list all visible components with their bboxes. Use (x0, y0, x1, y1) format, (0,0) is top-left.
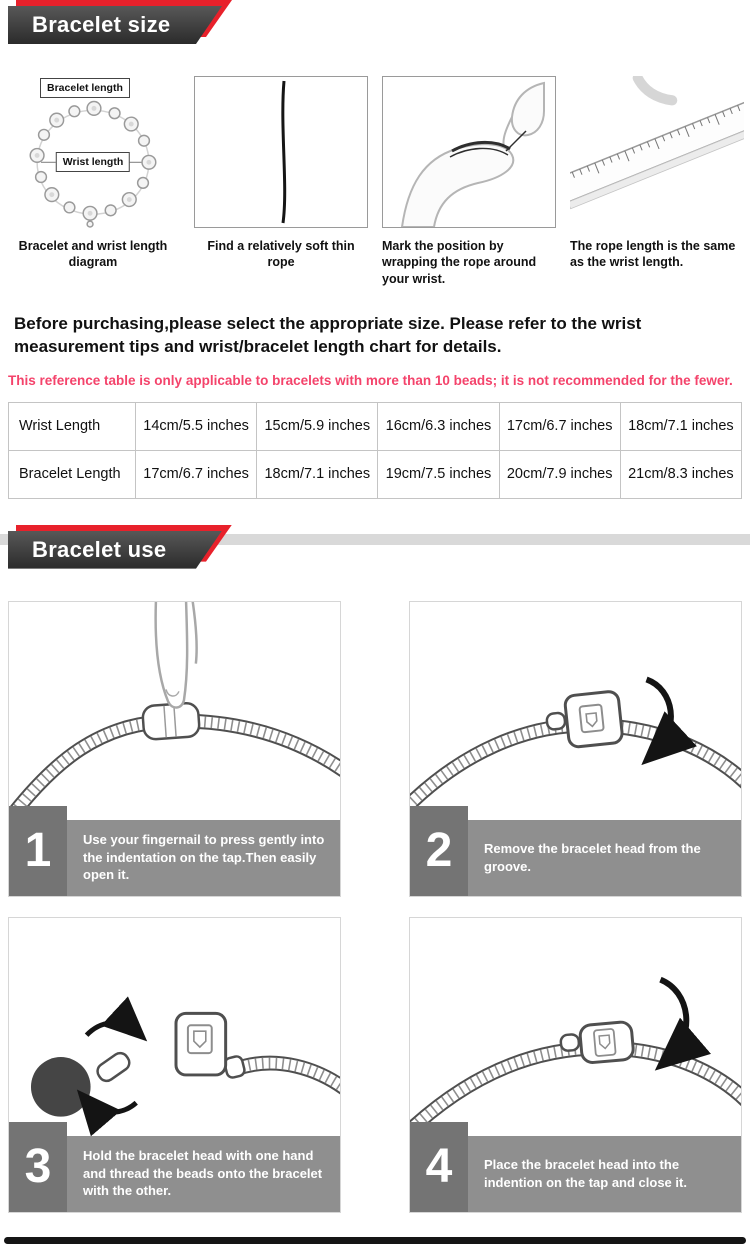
rotate-arrow-icon (654, 976, 712, 1071)
table-cell: 20cm/7.9 inches (498, 449, 621, 499)
step-number: 3 (9, 1121, 67, 1212)
ruler-illustration (570, 76, 744, 210)
wrist-length-label: Wrist length (55, 152, 131, 172)
banner-gray-strip (0, 533, 750, 545)
rope-illustration (281, 80, 287, 224)
use-step-panel-2: 2 Remove the bracelet head from the groo… (409, 600, 742, 897)
bead-icon (30, 1056, 91, 1117)
table-cell: 18cm/7.1 inches (256, 449, 379, 499)
table-cell: 17cm/6.7 inches (498, 401, 621, 451)
measure-step-rope: Find a relatively soft thin rope (194, 76, 368, 271)
measure-step-ruler: The rope length is the same as the wrist… (570, 76, 744, 271)
rope-image (194, 76, 368, 228)
bracelet-diagram-image: Bracelet length Wrist length (6, 76, 180, 228)
use-step-panel-1: 1 Use your fingernail to press gently in… (8, 600, 341, 897)
size-table: Wrist Length 14cm/5.5 inches 15cm/5.9 in… (8, 401, 743, 499)
step-text: Remove the bracelet head from the groove… (484, 841, 701, 874)
table-cell: 18cm/7.1 inches (619, 401, 743, 451)
table-cell: 19cm/7.5 inches (377, 449, 500, 499)
section-title-size: Bracelet size (32, 12, 171, 37)
table-cell: 16cm/6.3 inches (377, 401, 500, 451)
row-header: Wrist Length (8, 401, 136, 451)
use-steps-grid: 1 Use your fingernail to press gently in… (0, 600, 750, 1213)
measure-caption-2: Find a relatively soft thin rope (207, 239, 355, 270)
step4-illustration (410, 976, 741, 1212)
page-bottom-divider (4, 1236, 746, 1244)
wrist-wrap-image (382, 76, 556, 228)
section-title-use: Bracelet use (32, 536, 167, 562)
rotate-arrow-icon (84, 996, 148, 1041)
reference-table-notice: This reference table is only applicable … (8, 372, 733, 388)
section-banner-size: Bracelet size (0, 0, 750, 48)
measure-steps-row: Bracelet length Wrist length Bracelet an… (0, 76, 750, 287)
table-cell: 14cm/5.5 inches (134, 401, 258, 451)
use-step-panel-4: 4 Place the bracelet head into the inden… (409, 916, 742, 1213)
step-text: Use your fingernail to press gently into… (83, 832, 325, 883)
measure-step-wrap: Mark the position by wrapping the rope a… (382, 76, 556, 287)
step3-illustration (30, 996, 340, 1136)
step-caption-bar: 4 Place the bracelet head into the inden… (410, 1121, 741, 1212)
ruler-image (570, 76, 744, 228)
step-caption-bar: 1 Use your fingernail to press gently in… (9, 805, 340, 896)
table-row-wrist: Wrist Length 14cm/5.5 inches 15cm/5.9 in… (8, 401, 743, 451)
step-number: 2 (410, 805, 468, 896)
banner-title-plate: Bracelet size (8, 6, 222, 44)
rotate-arrow-icon (76, 1089, 138, 1136)
step-text: Place the bracelet head into the indenti… (484, 1157, 687, 1190)
table-row-bracelet: Bracelet Length 17cm/6.7 inches 18cm/7.1… (8, 449, 743, 499)
step-number: 4 (410, 1121, 468, 1212)
step-caption-bar: 3 Hold the bracelet head with one hand a… (9, 1121, 340, 1212)
table-cell: 17cm/6.7 inches (134, 449, 258, 499)
size-selection-intro: Before purchasing,please select the appr… (14, 313, 642, 356)
wrist-wrap-illustration (400, 81, 545, 227)
step1-illustration (9, 601, 340, 896)
step2-illustration (410, 676, 741, 896)
row-header: Bracelet Length (8, 449, 136, 499)
measure-caption-1: Bracelet and wrist length diagram (18, 239, 168, 270)
banner-title-plate: Bracelet use (8, 531, 222, 569)
table-cell: 21cm/8.3 inches (619, 449, 743, 499)
finger-press-icon (154, 601, 189, 709)
measure-caption-4: The rope length is the same as the wrist… (570, 239, 736, 270)
use-step-panel-3: 3 Hold the bracelet head with one hand a… (8, 916, 341, 1213)
step-number: 1 (9, 805, 67, 896)
measure-caption-3: Mark the position by wrapping the rope a… (382, 239, 537, 286)
step-text: Hold the bracelet head with one hand and… (83, 1148, 323, 1199)
step-caption-bar: 2 Remove the bracelet head from the groo… (410, 805, 741, 896)
rotate-arrow-icon (641, 676, 697, 765)
bracelet-length-label: Bracelet length (40, 78, 130, 98)
table-cell: 15cm/5.9 inches (256, 401, 379, 451)
section-banner-use: Bracelet use (0, 525, 750, 573)
measure-step-diagram: Bracelet length Wrist length Bracelet an… (6, 76, 180, 271)
